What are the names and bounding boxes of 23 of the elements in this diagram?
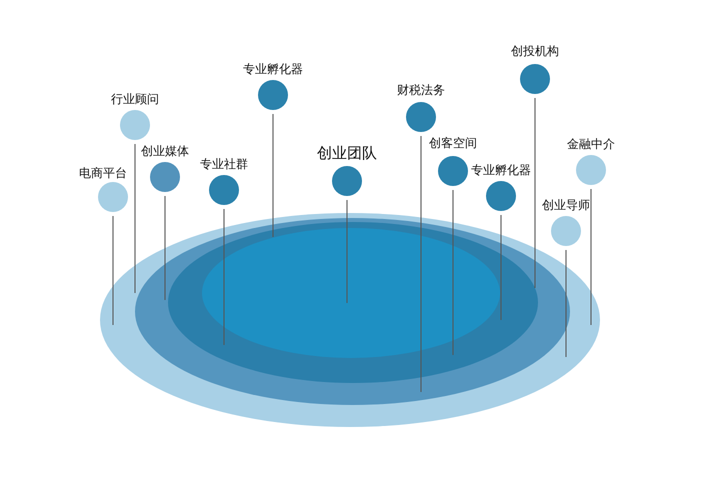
leader-line: [112, 216, 114, 326]
leader-line: [452, 190, 454, 356]
leader-line: [590, 188, 592, 326]
node-label: 财税法务: [397, 82, 445, 98]
node-label: 行业顾问: [111, 91, 159, 107]
ring-ellipse: [168, 222, 538, 383]
node-label: 创业媒体: [141, 143, 189, 159]
node-label: 金融中介: [567, 136, 615, 152]
node-label: 创业团队: [317, 143, 377, 163]
node-label: 专业社群: [200, 156, 248, 172]
node-label: 创投机构: [511, 43, 559, 59]
node-label: 专业孵化器: [243, 61, 303, 77]
leader-line: [346, 200, 348, 304]
leader-line: [534, 98, 536, 288]
leader-line: [134, 144, 136, 294]
node-label: 创客空间: [429, 135, 477, 151]
leader-line: [420, 136, 422, 392]
node-label: 电商平台: [79, 165, 127, 181]
leader-line: [272, 114, 274, 238]
leader-line: [164, 196, 166, 300]
node-label: 创业导师: [542, 197, 590, 213]
leader-line: [500, 214, 502, 320]
node-label: 专业孵化器: [471, 162, 531, 178]
